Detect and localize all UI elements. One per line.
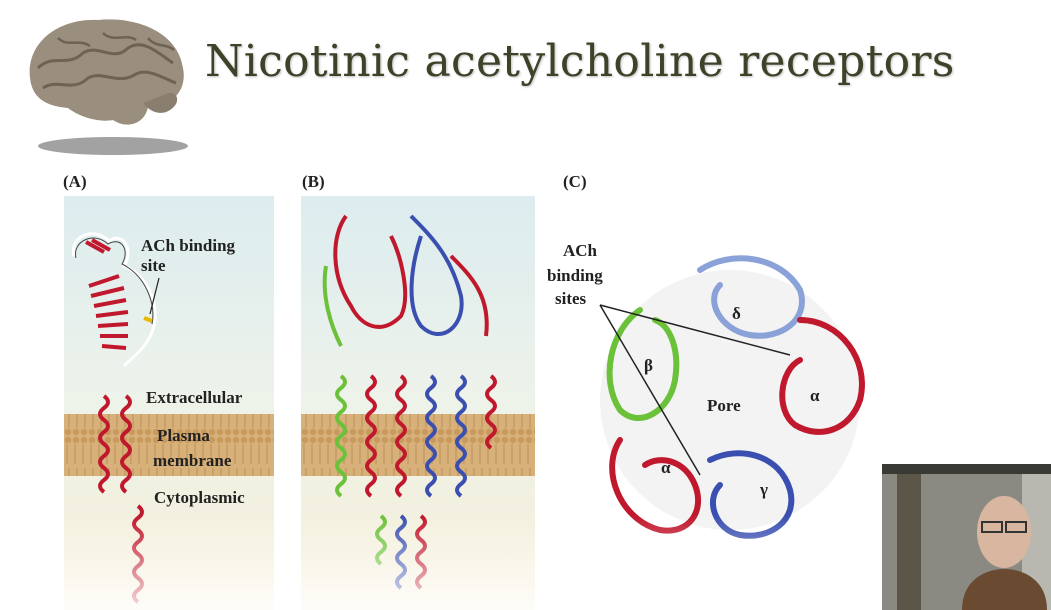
ach-binding-site-label: ACh binding site (141, 236, 236, 275)
presenter-webcam (882, 464, 1051, 610)
plasma-label: Plasma (157, 426, 210, 445)
pore-label: Pore (707, 396, 741, 415)
ach-binding-sites-line1: ACh (563, 241, 598, 260)
panel-a-label: (A) (63, 172, 87, 191)
panel-b-label: (B) (302, 172, 325, 191)
panel-b-figure (301, 196, 535, 610)
panel-c-label: (C) (563, 172, 587, 191)
brain-logo (29, 19, 188, 155)
slide-title: Nicotinic acetylcholine receptors (205, 36, 955, 87)
beta-subunit-label: β (644, 356, 653, 375)
alpha-subunit-left-label: α (661, 458, 671, 477)
alpha-subunit-right-label: α (810, 386, 820, 405)
extracellular-label: Extracellular (146, 388, 243, 407)
gamma-subunit-label: γ (760, 480, 768, 499)
cytoplasmic-label: Cytoplasmic (154, 488, 245, 507)
delta-subunit-label: δ (732, 304, 741, 323)
membrane-label: membrane (153, 451, 232, 470)
ach-binding-sites-line3: sites (555, 289, 587, 308)
ach-binding-sites-line2: binding (547, 266, 603, 285)
